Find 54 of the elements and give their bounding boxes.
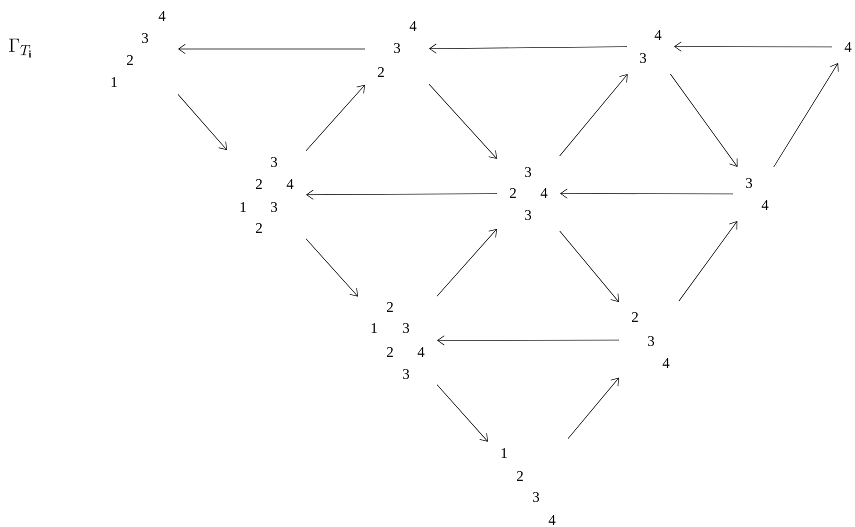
arrow	[306, 238, 358, 297]
digit: 1	[112, 77, 117, 87]
digit: 1	[372, 323, 377, 333]
digit: 3	[525, 167, 532, 177]
digit: 3	[640, 53, 646, 63]
digit: 4	[548, 515, 556, 525]
digit: 2	[378, 67, 384, 77]
arrow	[674, 42, 832, 52]
digit: 2	[517, 471, 523, 481]
digit: 4	[844, 42, 852, 52]
digit: 3	[142, 33, 148, 43]
digit: 2	[510, 188, 516, 198]
diagram-title: $\Gamma_{T_{\mathbf{i}}}$	[9, 38, 32, 58]
digit: 1	[240, 202, 246, 212]
arrow	[559, 74, 628, 156]
arrow	[306, 84, 365, 152]
digit: 4	[540, 188, 548, 198]
arrow	[559, 230, 619, 302]
digit: 2	[256, 179, 262, 189]
arrow	[437, 335, 620, 346]
digit: 3	[746, 178, 752, 188]
digit: 3	[271, 157, 278, 167]
digit: 4	[410, 21, 416, 31]
arrow	[178, 94, 227, 150]
arrow	[306, 190, 498, 200]
digit: 3	[525, 210, 532, 220]
digit: 3	[271, 202, 278, 212]
digit: 4	[662, 358, 670, 368]
arrow	[429, 44, 628, 54]
arrow	[773, 63, 839, 168]
arrow	[178, 44, 366, 54]
digit: 2	[387, 347, 393, 357]
digit: 2	[632, 312, 638, 322]
digit: 3	[394, 43, 400, 53]
arrow	[678, 221, 738, 302]
digit: 4	[762, 200, 768, 210]
digit: 3	[403, 369, 410, 379]
digit: 1	[502, 448, 507, 458]
digit: 4	[158, 11, 166, 21]
digit: 3	[533, 492, 540, 502]
digit: 2	[127, 55, 133, 65]
arrow	[670, 74, 738, 167]
digit: 4	[286, 179, 294, 189]
arrow	[428, 84, 497, 159]
digit: 3	[648, 336, 654, 346]
digit: 2	[256, 223, 262, 233]
arrow	[436, 228, 497, 297]
arrow	[560, 188, 734, 199]
digit: 2	[387, 302, 393, 312]
digit: 3	[403, 323, 410, 333]
arrow	[436, 384, 488, 442]
digit: 4	[418, 347, 424, 357]
digit: 4	[654, 30, 662, 40]
arrow	[568, 378, 619, 439]
